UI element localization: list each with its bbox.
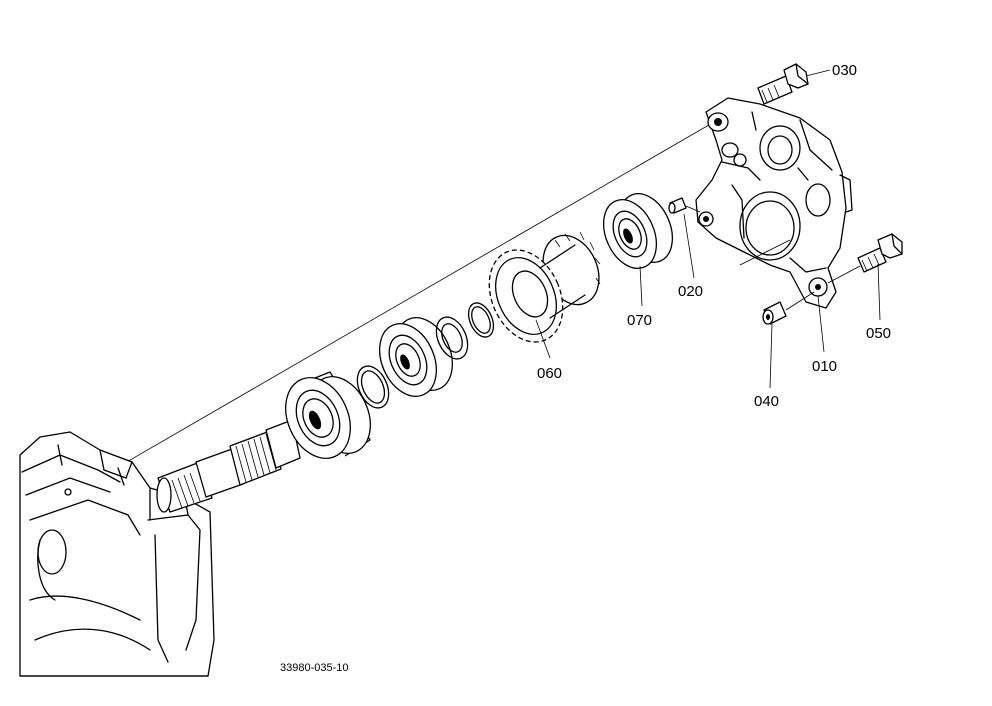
drawing-code: 33980-035-10 [280, 662, 349, 674]
alignment-line [785, 291, 815, 311]
thrust-washer [435, 316, 469, 360]
part-label-010: 010 [812, 358, 837, 375]
part-label-040: 040 [754, 393, 779, 410]
alignment-line [739, 239, 791, 266]
part-label-030: 030 [832, 62, 857, 79]
ball-bearing-070 [602, 193, 674, 269]
alignment-line [685, 205, 701, 213]
leader-lines [535, 69, 881, 389]
part-label-070: 070 [627, 312, 652, 329]
spur-gear [488, 231, 601, 343]
snap-ring-gear [467, 302, 495, 338]
part-label-020: 020 [678, 283, 703, 300]
ball-bearing-large [285, 371, 371, 459]
snap-ring [356, 365, 390, 409]
splined-shaft [156, 419, 301, 513]
bearing-cover [695, 97, 853, 309]
alignment-line [827, 265, 861, 284]
hex-bolt-050 [857, 233, 903, 273]
ball-bearing-middle [379, 317, 453, 397]
dowel-pin [668, 197, 687, 214]
alignment-line [124, 121, 715, 464]
part-label-050: 050 [866, 325, 891, 342]
bushing [762, 301, 787, 325]
part-label-060: 060 [537, 365, 562, 382]
hex-bolt-030 [757, 63, 809, 105]
